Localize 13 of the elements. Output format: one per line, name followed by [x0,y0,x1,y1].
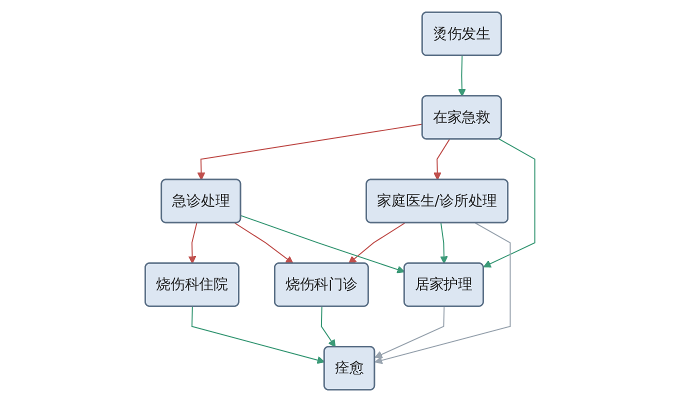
arrow [440,222,448,264]
arrow [483,138,536,268]
arrow [320,306,336,348]
arrow [374,306,445,358]
arrow [374,222,511,364]
arrow [433,139,450,180]
arrow [458,56,466,97]
arrow [240,215,405,274]
arrow [191,306,325,364]
arrow [234,222,294,264]
arrow [197,124,423,180]
arrow [188,222,198,264]
arrow [348,222,406,264]
